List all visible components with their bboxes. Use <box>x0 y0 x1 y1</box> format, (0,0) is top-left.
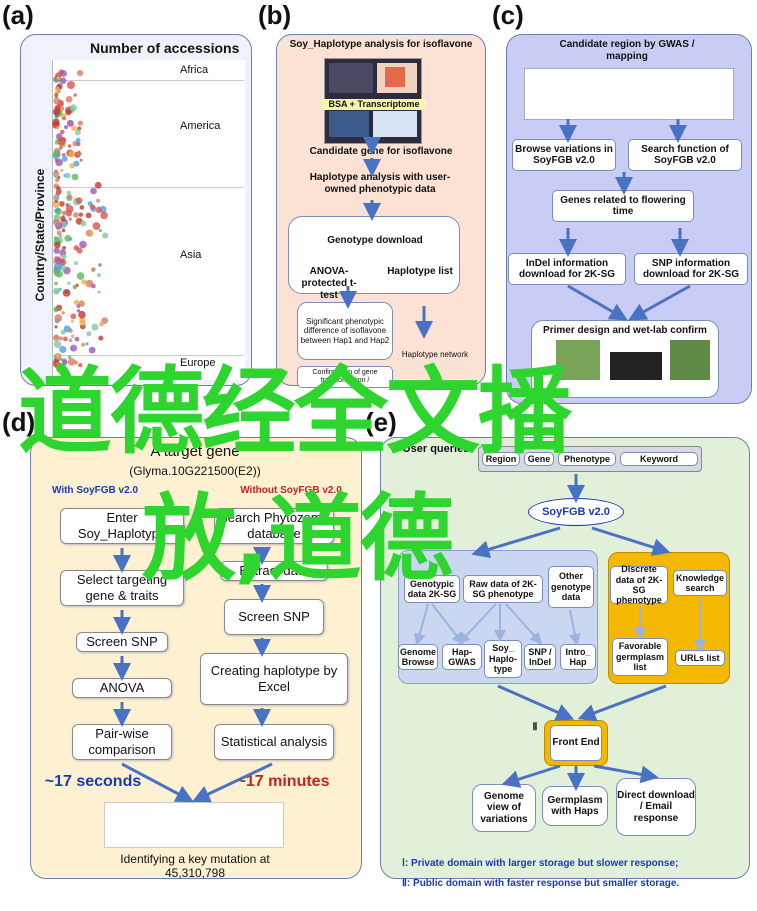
roman-one: Ⅰ <box>391 562 395 573</box>
panel-d-gene: (Glyma.10G221500(E2)) <box>129 464 261 478</box>
panel-c-title: Candidate region by GWAS / mapping <box>559 39 695 62</box>
note-public: Ⅱ: Public domain with faster response bu… <box>402 878 680 889</box>
significant-box: Significant phenotypic difference of iso… <box>297 302 393 360</box>
genome-view-box: Genome view of variations <box>472 784 536 832</box>
primer-text: Primer design and wet-lab confirm <box>543 325 707 336</box>
discrete-data-box: Discrete data of 2K-SG phenotype <box>610 564 668 605</box>
raw-data-box: Raw data of 2K-SG phenotype <box>463 575 543 603</box>
with-soyfgb-label: With SoyFGB v2.0 <box>51 485 139 496</box>
direct-download-box: Direct download / Email response <box>616 778 696 836</box>
region-divider <box>52 355 244 356</box>
select-gene-box: Select targeting gene & traits <box>60 570 184 606</box>
screen-snp-box-right: Screen SNP <box>224 599 324 635</box>
candidate-gene-text: Candidate gene for isoflavone <box>309 146 453 157</box>
intro-hap-box: Intro_ Hap <box>560 644 596 670</box>
soy-haplotype-box: Soy_ Haplo-type <box>484 640 522 678</box>
region-divider <box>52 187 244 188</box>
region-label-america: America <box>180 120 221 132</box>
region-divider <box>52 80 244 81</box>
region-label-europe: Europe <box>180 357 216 369</box>
genome-browse-box: Genome Browse <box>398 644 438 670</box>
enter-soy-haplotype-box: Enter Soy_Haplotype <box>60 508 184 544</box>
anova-text: ANOVA-protected t-test <box>301 266 357 301</box>
without-soyfgb-label: Without SoyFGB v2.0 <box>240 485 342 496</box>
genes-box: Genes related to flowering time <box>552 190 694 222</box>
anova-box: ANOVA <box>72 678 172 698</box>
search-box: Search function of SoyFGB v2.0 <box>628 139 742 171</box>
roman-two: Ⅱ <box>532 722 538 733</box>
browse-box: Browse variations in SoyFGB v2.0 <box>512 139 616 171</box>
genotype-download-text: Genotype download <box>327 235 423 246</box>
snp-indel-box: SNP / InDel <box>524 644 556 670</box>
boxplot-image <box>104 802 284 848</box>
knowledge-search-box: Knowledge search <box>673 570 727 596</box>
panel-label-e: (e) <box>365 407 397 437</box>
confirmation-box: Confirmation of gene transformation / <box>297 366 393 388</box>
genotypic-data-box: Genotypic data 2K-SG <box>404 575 460 603</box>
haplotype-list-text: Haplotype list <box>387 266 453 277</box>
query-keyword: Keyword <box>620 452 698 466</box>
user-queries-label: User queries <box>402 443 470 455</box>
search-phytozome-box: Search Phytozome database <box>214 508 334 544</box>
extract-data-box: Extract data <box>220 561 328 581</box>
wetlab-photo-2 <box>610 352 662 380</box>
wetlab-photo-1 <box>556 340 600 380</box>
snp-box: SNP information download for 2K-SG <box>634 253 748 285</box>
region-label-africa: Africa <box>180 64 209 76</box>
urls-list-box: URLs list <box>675 650 725 666</box>
query-gene: Gene <box>524 452 554 466</box>
time-without: ~17 minutes <box>236 773 330 790</box>
panel-d-title: A target gene <box>150 443 240 460</box>
creating-haplotype-box: Creating haplotype by Excel <box>200 653 348 705</box>
time-with: ~17 seconds <box>44 773 142 790</box>
result-text: Identifying a key mutation at 45,310,798 <box>120 852 270 881</box>
hap-gwas-box: Hap-GWAS <box>442 644 482 670</box>
pairwise-box: Pair-wise comparison <box>72 724 172 760</box>
region-label-asia: Asia <box>180 249 202 261</box>
query-phenotype: Phenotype <box>558 452 616 466</box>
panel-label-d: (d) <box>2 407 36 437</box>
other-genotype-box: Other genotype data <box>548 566 594 608</box>
wetlab-photo-3 <box>670 340 710 380</box>
genotype-download-box <box>288 216 460 294</box>
overlay-line-1: 道德经全文播 <box>18 358 572 467</box>
panel-a-ylabel: Country/State/Province <box>33 168 47 302</box>
panel-label-a: (a) <box>2 0 34 30</box>
germplasm-haps-box: Germplasm with Haps <box>542 786 608 826</box>
indel-box: InDel information download for 2K-SG <box>508 253 626 285</box>
bsa-label: BSA + Transcriptome <box>322 99 426 110</box>
screen-snp-box-left: Screen SNP <box>76 632 168 652</box>
query-region: Region <box>482 452 520 466</box>
front-end-box: Front End <box>550 725 602 761</box>
network-text: Haplotype network <box>401 350 469 359</box>
favorable-germplasm-box: Favorable germplasm list <box>612 638 668 676</box>
overlay-line-2: 放,道德 <box>142 485 454 594</box>
panel-label-c: (c) <box>492 0 524 30</box>
gwas-plot <box>524 68 734 120</box>
note-private: Ⅰ: Private domain with larger storage bu… <box>402 858 679 869</box>
panel-a-title: Number of accessions <box>90 40 240 56</box>
statistical-analysis-box: Statistical analysis <box>214 724 334 760</box>
haplotype-analysis-text: Haplotype analysis with user-owned pheno… <box>309 172 451 195</box>
panel-b-title: Soy_Haplotype analysis for isoflavone <box>289 39 473 50</box>
panel-label-b: (b) <box>258 0 292 30</box>
soyfgb-oval: SoyFGB v2.0 <box>528 498 624 526</box>
plot-area <box>52 60 245 380</box>
